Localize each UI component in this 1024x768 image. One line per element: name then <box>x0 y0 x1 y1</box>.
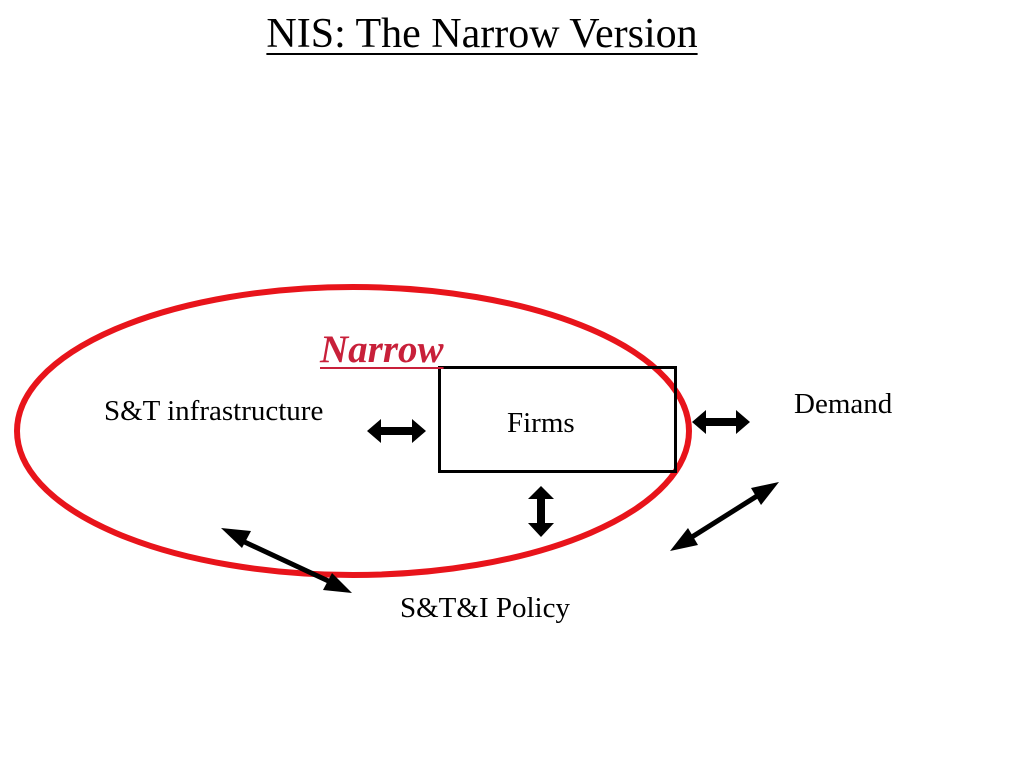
demand-label: Demand <box>794 388 893 420</box>
infrastructure-policy-double-arrow <box>221 528 352 593</box>
infrastructure-label: S&T infrastructure <box>104 395 324 427</box>
slide-title: NIS: The Narrow Version <box>266 11 698 57</box>
firms-label: Firms <box>507 407 575 439</box>
policy-label: S&T&I Policy <box>400 592 570 624</box>
narrow-scope-ellipse <box>14 284 692 578</box>
infrastructure-firms-double-arrow <box>367 419 426 443</box>
narrow-scope-label: Narrow <box>320 328 444 371</box>
policy-demand-double-arrow <box>670 482 779 551</box>
firms-demand-double-arrow <box>692 410 750 434</box>
firms-policy-double-arrow <box>528 486 554 537</box>
firms-box <box>438 366 677 473</box>
